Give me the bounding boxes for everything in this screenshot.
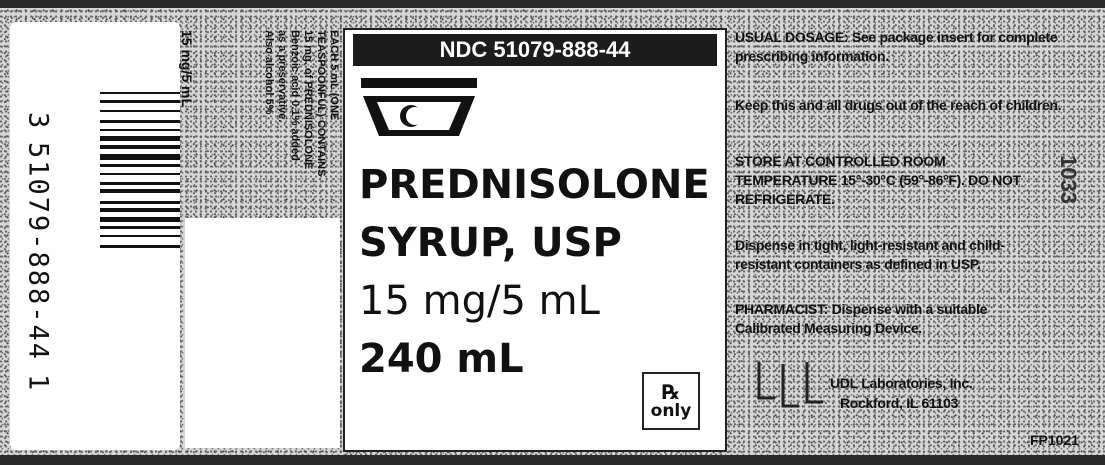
- barcode-bar: [100, 201, 180, 204]
- dispense-instructions: Dispense in tight, light-resistant and c…: [735, 237, 1005, 272]
- barcode-bar: [100, 110, 180, 112]
- composition-line-4: Benzoic acid 0.1% added: [289, 30, 301, 161]
- blank-box: [185, 218, 340, 448]
- barcode-bar: [100, 173, 180, 175]
- keep-away-warning: Keep this and all drugs out of the reach…: [735, 97, 1062, 113]
- barcode-bar: [100, 145, 180, 149]
- barcode-digit-main: 51079-888-44: [22, 142, 54, 362]
- grain-right: [723, 0, 1105, 465]
- frame-bottom-edge: [0, 455, 1105, 465]
- barcode-bar: [100, 120, 180, 123]
- barcode-bar: [100, 245, 180, 248]
- rx-only-text: only: [650, 400, 692, 421]
- pharmacist-note: PHARMACIST: Dispense with a suitable Cal…: [735, 301, 988, 336]
- barcode-bar: [100, 100, 180, 103]
- storage-instructions: STORE AT CONTROLLED ROOM TEMPERATURE 15°…: [735, 153, 1021, 207]
- barcode-bar: [100, 182, 180, 185]
- composition-line-6: Also alcohol 5%: [263, 30, 275, 115]
- barcode-digit-check: 1: [22, 373, 54, 392]
- udl-small-logo-icon: [757, 362, 823, 408]
- manufacturer-name: UDL Laboratories, Inc.: [830, 375, 973, 391]
- side-strength: 15 mg/5 mL: [179, 30, 195, 108]
- barcode-bar: [100, 189, 180, 193]
- barcode-bars: [100, 92, 180, 410]
- rx-only-badge: ℞ only: [642, 372, 700, 430]
- drug-strength: 15 mg/5 mL: [359, 278, 600, 324]
- ndc-banner: NDC 51079-888-44: [353, 34, 717, 66]
- composition-line-1: EACH 5 mL (ONE: [328, 30, 340, 121]
- composition-line-5: as a preservative.: [276, 30, 288, 123]
- barcode-bar: [100, 154, 180, 160]
- barcode-digits: 3 51079-888-44 1: [20, 92, 56, 412]
- drug-name-line2: SYRUP, USP: [359, 220, 622, 266]
- barcode-bar: [100, 136, 180, 141]
- barcode-bar: [100, 164, 180, 167]
- drug-name-line1: PREDNISOLONE: [359, 162, 710, 208]
- lot-code: 1033: [1056, 155, 1081, 204]
- barcode-bar: [100, 226, 180, 229]
- composition-line-2: TEASPOONFUL) CONTAINS: [315, 30, 327, 177]
- barcode-bar: [100, 92, 180, 94]
- usual-dosage: USUAL DOSAGE: See package insert for com…: [735, 29, 1058, 64]
- drug-volume: 240 mL: [359, 336, 524, 382]
- rx-symbol: ℞: [662, 379, 680, 404]
- manufacturer-city: Rockford, IL 61103: [840, 395, 959, 411]
- barcode-panel: 3 51079-888-44 1: [10, 22, 180, 450]
- frame-top-edge: [0, 0, 1105, 8]
- barcode-bar: [100, 208, 180, 212]
- form-code: FP1021: [1030, 432, 1080, 448]
- barcode-bar: [100, 129, 180, 131]
- main-panel: NDC 51079-888-44 PREDNISOLONE SYRUP, USP…: [343, 28, 727, 452]
- barcode-bar: [100, 235, 180, 237]
- barcode-bar: [100, 217, 180, 222]
- composition-line-3: 15 mg. of PREDNISOLONE: [302, 30, 314, 170]
- barcode-digit-prefix: 3: [22, 112, 54, 131]
- udl-logo-icon: [361, 78, 477, 136]
